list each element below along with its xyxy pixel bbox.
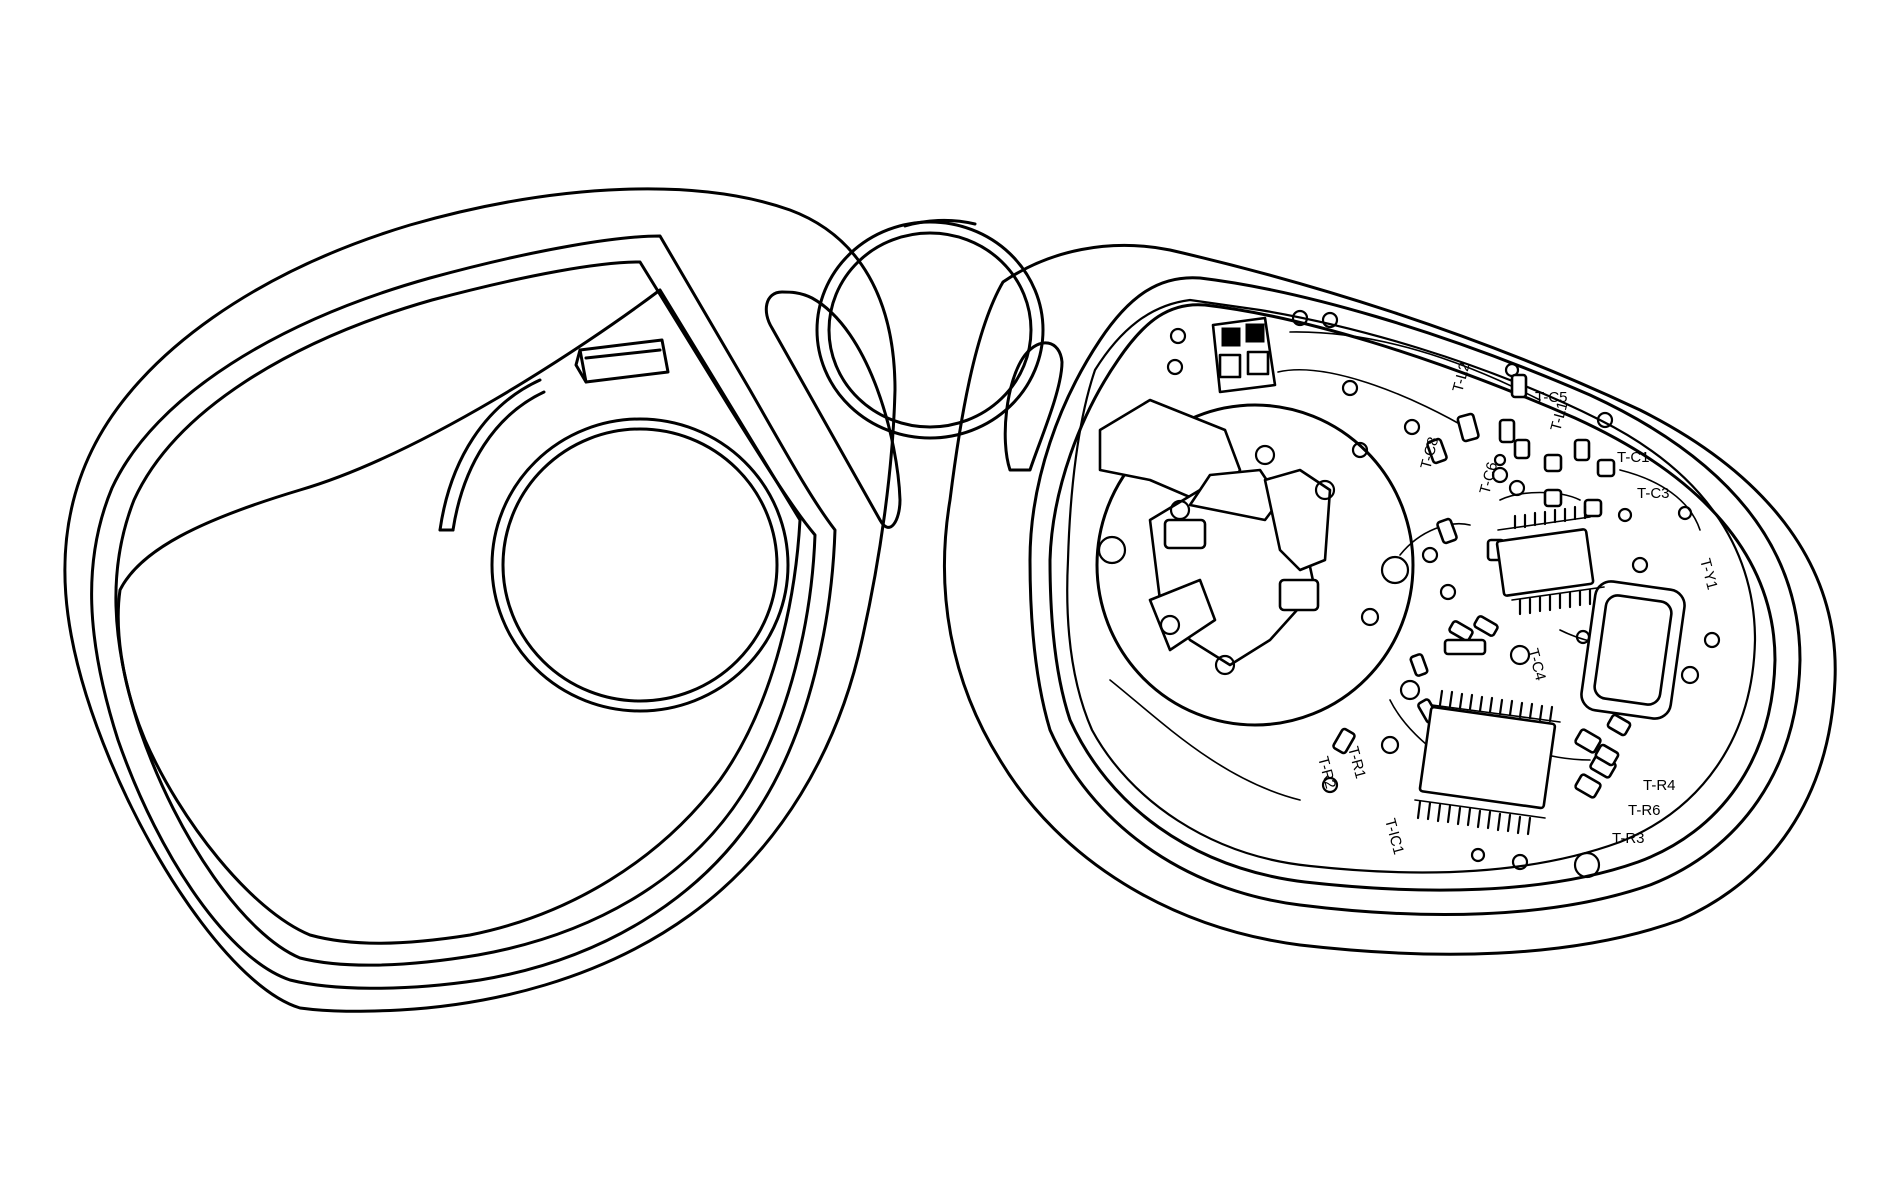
ic-lower xyxy=(1414,689,1561,836)
label-r6: T-R6 xyxy=(1628,802,1661,819)
label-c3: T-C3 xyxy=(1637,485,1670,502)
battery-clip xyxy=(1095,398,1415,727)
label-c8: T-C8 xyxy=(1417,435,1442,471)
right-housing-inner-rim-2 xyxy=(1048,303,1777,892)
ic-lower-pins-top xyxy=(1438,689,1554,723)
top-connector xyxy=(1166,309,1541,431)
left-housing-inner-rim xyxy=(90,234,837,990)
label-c1: T-C1 xyxy=(1617,449,1650,466)
right-housing-outer-edge xyxy=(942,243,1837,956)
left-housing-outer-edge xyxy=(63,187,897,1013)
label-c4: T-C4 xyxy=(1524,647,1549,683)
pcb-board xyxy=(1066,298,1757,874)
label-y1: T-Y1 xyxy=(1696,557,1721,592)
label-c6: T-C6 xyxy=(1476,460,1501,496)
label-r4: T-R4 xyxy=(1643,777,1676,794)
label-c5: T-C5 xyxy=(1535,389,1568,406)
key-ring xyxy=(815,218,1045,440)
left-lanyard-slot xyxy=(764,290,902,529)
ic-lower-pins-bottom xyxy=(1416,800,1532,836)
label-ic1: T-IC1 xyxy=(1381,817,1407,857)
label-r1: T-R1 xyxy=(1344,745,1369,781)
left-housing-battery-well xyxy=(116,288,802,945)
component-labels: T-C5 T-L2 T-L1 T-C1 T-C8 T-C6 T-C3 T-C4 … xyxy=(1314,361,1721,857)
pcb-passives xyxy=(1332,373,1632,799)
coin-cell-holder xyxy=(438,338,790,713)
ic-upper-pins-bottom xyxy=(1518,588,1592,616)
right-housing-pcb: T-C5 T-L2 T-L1 T-C1 T-C8 T-C6 T-C3 T-C4 … xyxy=(942,243,1837,956)
label-l2: T-L2 xyxy=(1449,361,1473,394)
label-r2: T-R2 xyxy=(1314,755,1339,791)
label-r3: T-R3 xyxy=(1612,830,1645,847)
ic-upper xyxy=(1495,504,1605,616)
right-housing-inner-rim xyxy=(1028,276,1802,916)
right-lanyard-slot xyxy=(1003,341,1064,472)
crystal-y1 xyxy=(1580,580,1686,720)
ic-upper-pins-top xyxy=(1513,504,1587,530)
left-housing-cover xyxy=(63,187,902,1013)
